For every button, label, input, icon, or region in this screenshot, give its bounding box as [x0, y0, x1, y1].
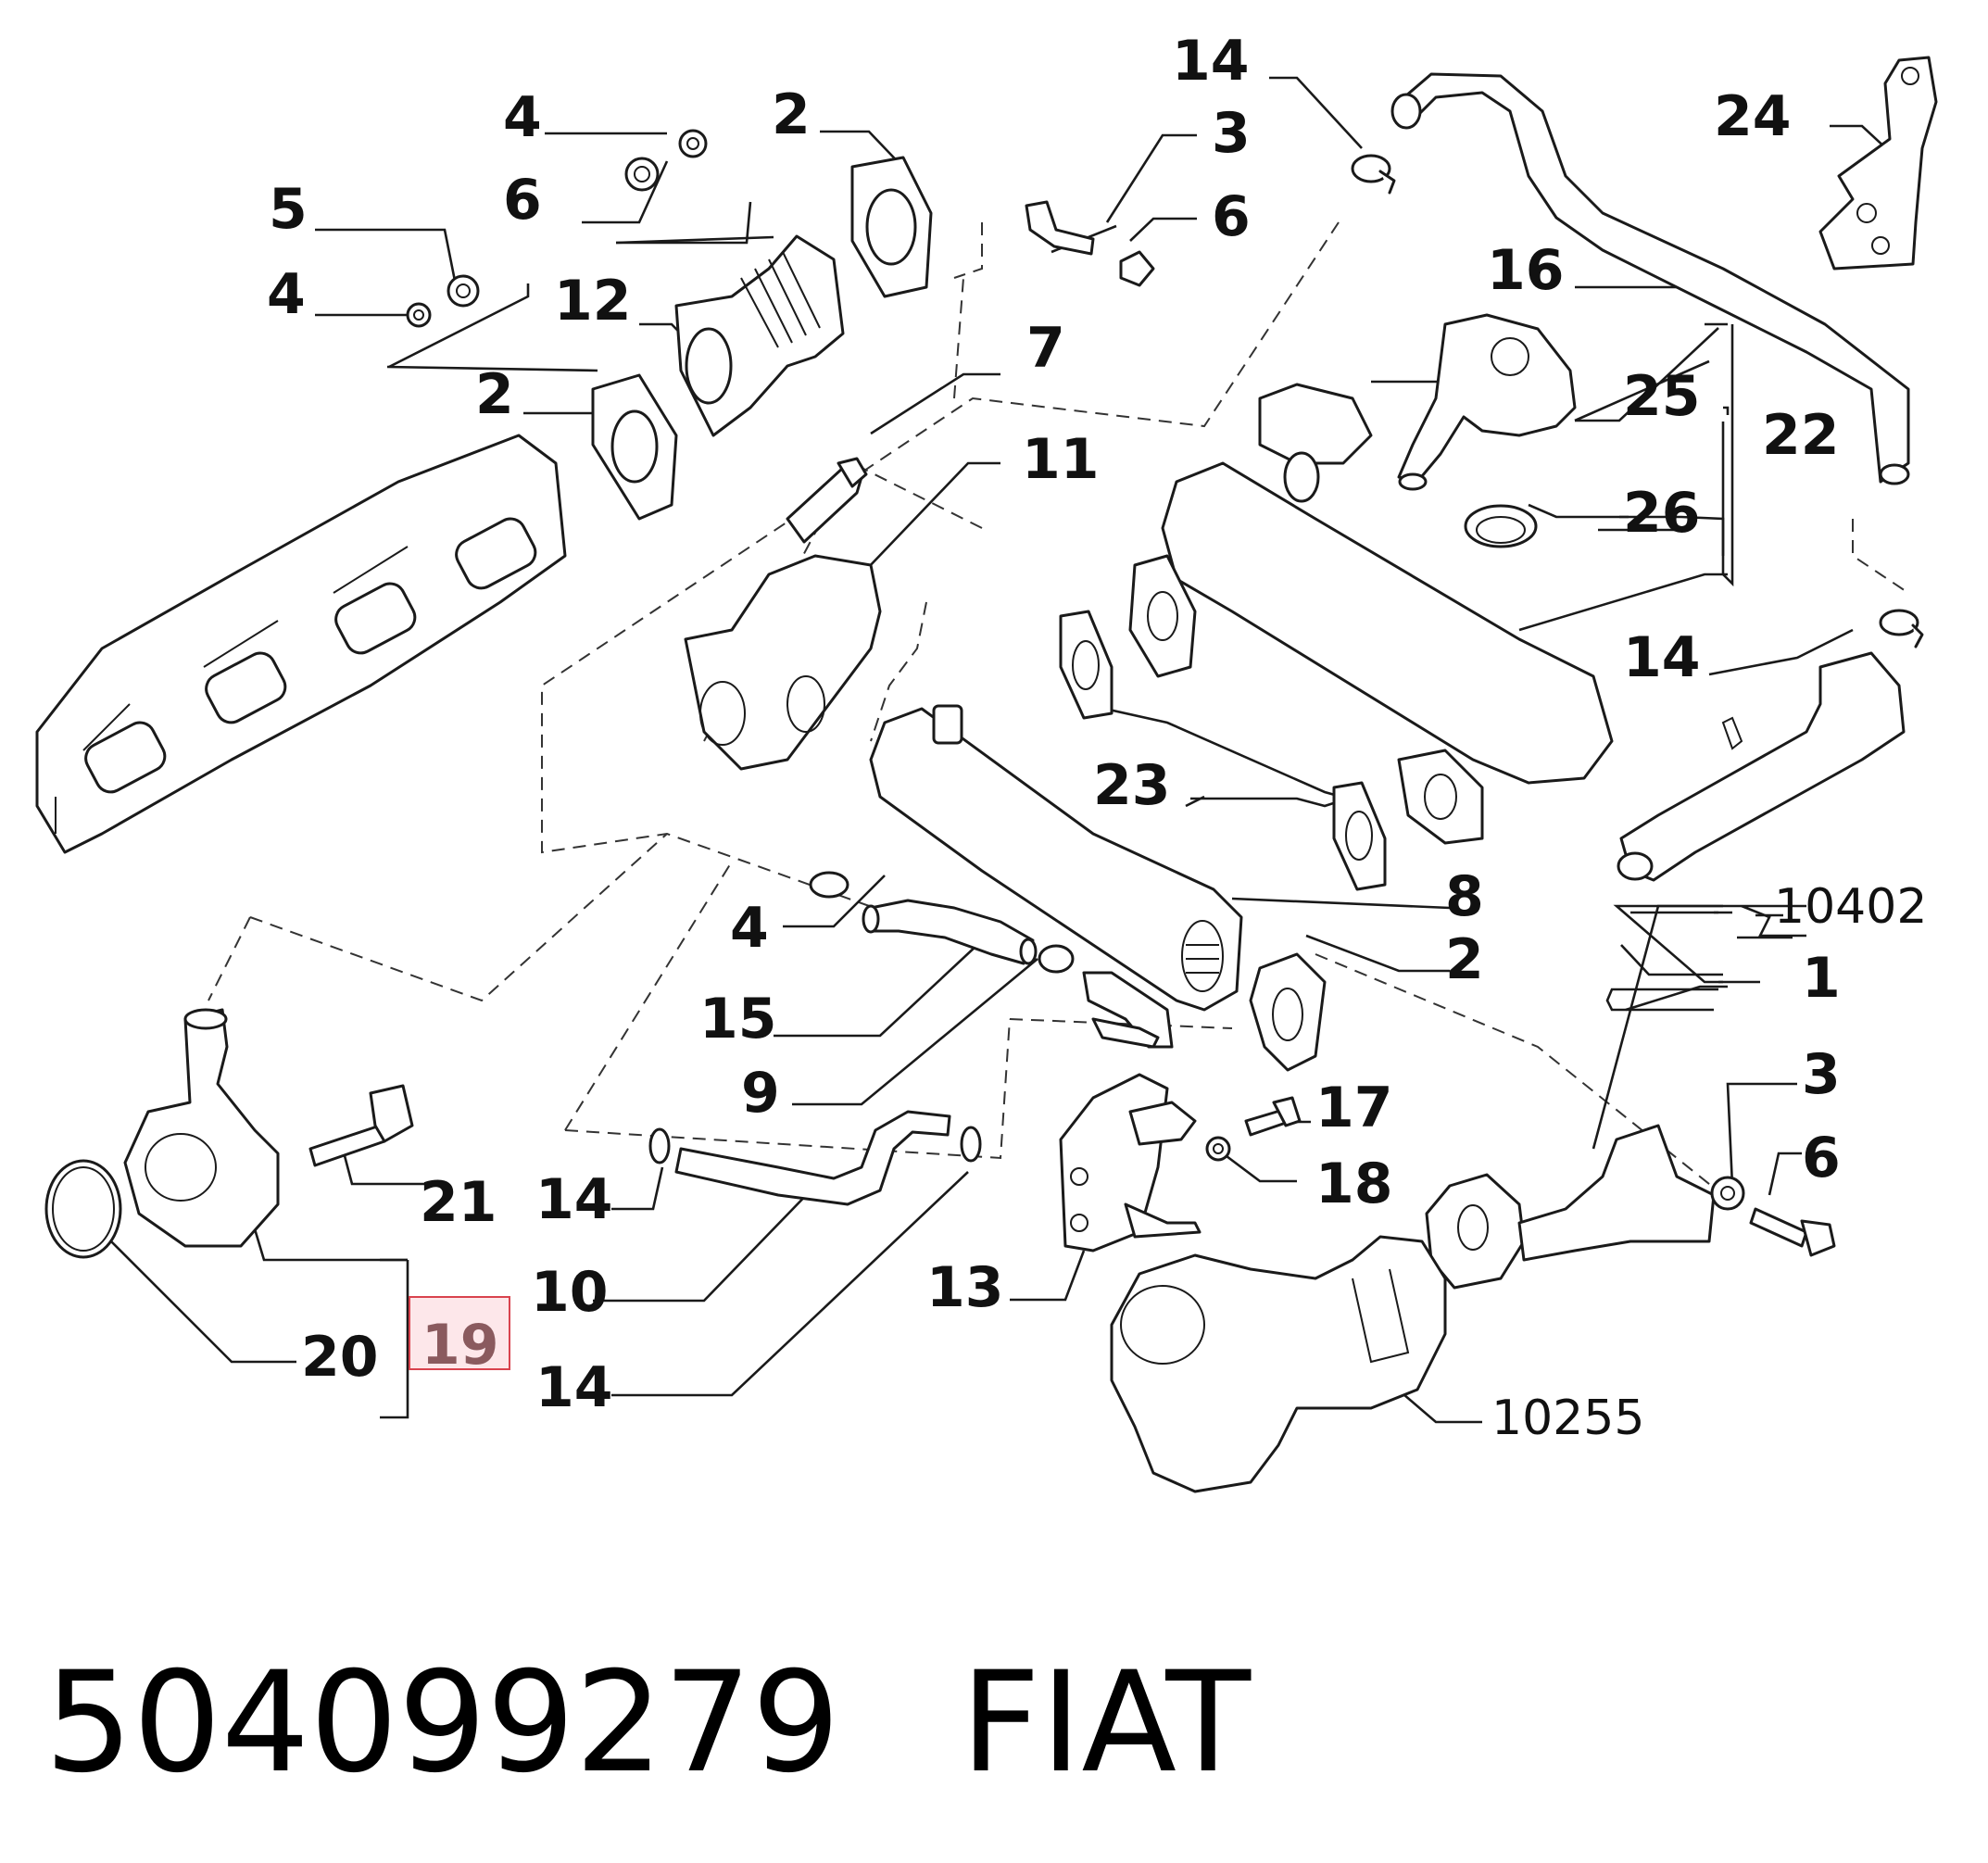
callout-7: 7 [1026, 316, 1065, 381]
callout-12: 12 [554, 269, 632, 334]
gasket-2-left [591, 373, 678, 521]
hose-16 [1390, 72, 1910, 485]
egr-valve-25 [1397, 313, 1577, 491]
footer-caption: 504099279 FIAT [44, 1640, 1953, 1806]
flange-11 [684, 554, 882, 771]
ref-10402: 10402 [1774, 879, 1927, 935]
part-number: 504099279 [44, 1643, 840, 1804]
exploded-parts-diagram: 14 3 6 4 2 5 6 4 12 2 7 11 24 16 25 22 2… [35, 29, 1938, 1493]
callout-14: 14 [1623, 625, 1701, 690]
flex-pipe-12 [674, 234, 845, 437]
callout-20: 20 [301, 1325, 379, 1390]
callout-21: 21 [420, 1170, 497, 1235]
clamps-4-9 [809, 871, 1174, 1049]
callout-24: 24 [1714, 84, 1792, 149]
callout-1: 1 [1802, 946, 1841, 1011]
exhaust-manifold [35, 434, 567, 854]
egr-cooler-8 [869, 704, 1243, 1012]
callout-17: 17 [1315, 1076, 1393, 1140]
o-ring-20 [44, 1159, 122, 1259]
callout-6: 6 [1212, 184, 1251, 249]
callout-labels: 14 3 6 4 2 5 6 4 12 2 7 11 24 16 25 22 2… [267, 29, 1927, 1446]
pipe-10402 [1617, 651, 1906, 882]
housing-10255 [1110, 1235, 1447, 1493]
callout-14: 14 [1172, 29, 1250, 94]
callout-5: 5 [269, 177, 308, 242]
gasket-2-lower [1249, 952, 1327, 1072]
callout-4: 4 [503, 85, 542, 150]
bolt-7 [786, 457, 868, 544]
clamp-14-right [1879, 609, 1924, 648]
gasket-2-upper [850, 156, 933, 298]
callout-3: 3 [1212, 101, 1251, 166]
clamp-14-top [1351, 154, 1396, 195]
ref-10255: 10255 [1491, 1391, 1644, 1446]
callout-18: 18 [1315, 1152, 1393, 1216]
bolt-17-washer-18 [1205, 1096, 1302, 1162]
callout-26: 26 [1623, 481, 1701, 546]
bracket-13 [1059, 1073, 1202, 1252]
hose-10 [648, 1110, 982, 1206]
callout-9: 9 [741, 1061, 780, 1126]
callout-4: 4 [730, 896, 769, 961]
callout-6: 6 [503, 168, 542, 233]
callout-13: 13 [926, 1255, 1004, 1320]
highlight-box-19 [409, 1296, 510, 1370]
callout-3: 3 [1802, 1042, 1841, 1107]
callout-14: 14 [535, 1355, 613, 1420]
bolt-21 [308, 1084, 414, 1167]
bracket-24 [1818, 56, 1938, 271]
bolt-3-top [1025, 200, 1155, 287]
callout-16: 16 [1487, 238, 1565, 303]
callout-2: 2 [772, 82, 811, 147]
nuts-washers [406, 129, 708, 328]
callout-8: 8 [1445, 864, 1484, 929]
egr-cooler-22 [1128, 383, 1614, 845]
brand-name: FIAT [960, 1643, 1252, 1804]
hose-15 [862, 899, 1038, 965]
callout-2: 2 [475, 362, 514, 427]
callout-2: 2 [1445, 927, 1484, 992]
callout-11: 11 [1022, 427, 1100, 492]
callout-25: 25 [1623, 364, 1701, 429]
callout-6: 6 [1802, 1126, 1841, 1190]
gaskets-23 [1059, 610, 1387, 891]
callout-15: 15 [699, 987, 777, 1051]
water-outlet-19 [123, 1008, 280, 1248]
pipe-1 [1425, 1124, 1716, 1290]
clamp-26 [1464, 504, 1538, 548]
leader-lines [110, 76, 1902, 1424]
callout-4: 4 [267, 262, 306, 327]
callout-23: 23 [1093, 753, 1171, 818]
callout-14: 14 [535, 1167, 613, 1232]
callout-19: 19 [422, 1313, 499, 1378]
nut-3-bolt-6-lower [1710, 1176, 1836, 1257]
callout-10: 10 [531, 1260, 609, 1325]
callout-22: 22 [1762, 403, 1840, 468]
